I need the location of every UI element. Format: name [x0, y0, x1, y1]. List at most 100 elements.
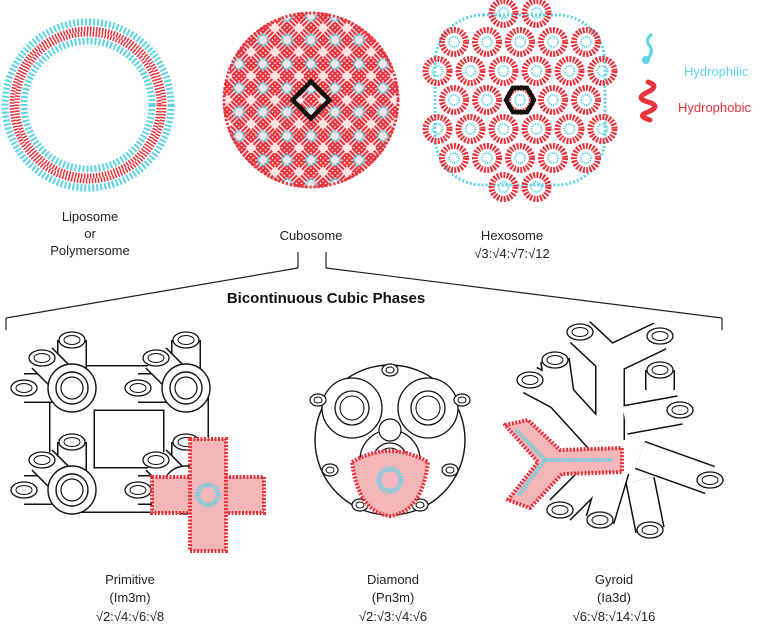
primitive-node-hole — [61, 377, 83, 399]
gyroid-tube-hole — [642, 526, 658, 535]
cubosome-channel — [234, 35, 244, 45]
cubosome-channel — [402, 179, 412, 189]
cubosome-channel — [234, 11, 244, 21]
cubosome-channel — [282, 251, 292, 261]
cubosome-channel — [402, 35, 412, 45]
gyroid-tube-hole — [592, 516, 608, 525]
cubosome-channel — [186, 107, 196, 117]
cubosome-channel — [402, 155, 412, 165]
gyroid-tube-hole — [572, 328, 588, 337]
cubosome-channel — [378, 179, 388, 189]
hexosome-outline — [435, 15, 605, 185]
cubosome-channel — [402, 131, 412, 141]
cubosome-channel — [330, 251, 340, 261]
primitive-phase-diagram — [11, 332, 264, 551]
cubosome-channel — [210, 155, 220, 165]
cubosome-channel — [186, 155, 196, 165]
hydrophobic-glyph — [641, 82, 655, 120]
gyroid-ratio: √6:√8:√14:√16 — [573, 608, 656, 625]
hexosome-diagram — [426, 1, 615, 199]
cubosome-channel — [210, 107, 220, 117]
section-title: Bicontinuous Cubic Phases — [227, 290, 425, 307]
gyroid-tube-hole — [702, 476, 718, 485]
cubosome-label: Cubosome — [280, 227, 343, 244]
gyroid-tube-hole — [652, 366, 668, 375]
hexosome-label: Hexosome — [481, 227, 543, 244]
cubosome-channel — [234, 179, 244, 189]
primitive-stub-hole — [34, 456, 50, 465]
primitive-stub-hole — [130, 384, 146, 393]
primitive-group: (Im3m) — [109, 589, 150, 606]
gyroid-tube-hole — [552, 506, 568, 515]
cubosome-channel — [378, 203, 388, 213]
primitive-stub-hole — [34, 354, 50, 363]
legend-hydrophilic: Hydrophilic — [684, 64, 748, 79]
hexosome-ratio: √3:√4:√7:√12 — [474, 245, 550, 262]
hydrophilic-glyph — [642, 34, 652, 64]
diamond-center-knob — [379, 419, 401, 441]
gyroid-tube — [560, 396, 600, 440]
primitive-stub-hole — [178, 336, 194, 345]
cubosome-channel — [210, 131, 220, 141]
cubosome-channel — [306, 275, 316, 285]
cubosome-band — [0, 0, 239, 220]
diamond-name: Diamond — [367, 571, 419, 588]
cubosome-channel — [258, 203, 268, 213]
polymersome-label: Polymersome — [50, 242, 129, 259]
gyroid-tube-hole — [652, 332, 668, 341]
liposome-diagram — [5, 22, 171, 188]
cubosome-channel — [258, 179, 268, 189]
cubosome-channel — [282, 203, 292, 213]
cubosome-channel — [378, 155, 388, 165]
primitive-stub-hole — [16, 486, 32, 495]
liposome-label: Liposome — [62, 208, 118, 225]
diamond-lobe-hole — [340, 396, 364, 420]
gyroid-group: (Ia3d) — [597, 589, 631, 606]
diamond-lobe-hole — [416, 396, 440, 420]
gyroid-tube-hole — [522, 376, 538, 385]
primitive-stub-hole — [130, 486, 146, 495]
diamond-port-hole — [458, 397, 466, 403]
cubosome-channel — [354, 11, 364, 21]
cubosome-channel — [138, 107, 148, 117]
cubosome-channel — [186, 131, 196, 141]
diamond-group: (Pn3m) — [372, 589, 415, 606]
gyroid-phase-diagram — [505, 324, 723, 538]
primitive-node-hole — [61, 479, 83, 501]
cubosome-channel — [354, 227, 364, 237]
gyroid-tube-hole — [547, 356, 563, 365]
cubosome-channel — [306, 251, 316, 261]
cubosome-channel — [378, 35, 388, 45]
cubosome-channel — [234, 203, 244, 213]
gyroid-tube-hole — [672, 406, 688, 415]
cubosome-channel — [210, 179, 220, 189]
primitive-highlight-v — [190, 439, 226, 551]
cubosome-channel — [258, 11, 268, 21]
diamond-ratio: √2:√3:√4:√6 — [359, 608, 427, 625]
cubosome-channel — [186, 59, 196, 69]
liposome-or-label: or — [84, 225, 96, 242]
primitive-name: Primitive — [105, 571, 155, 588]
primitive-stub-hole — [148, 456, 164, 465]
gyroid-name: Gyroid — [595, 571, 633, 588]
diamond-port-hole — [356, 502, 364, 508]
diamond-port-hole — [326, 467, 334, 473]
primitive-stub-hole — [148, 354, 164, 363]
diamond-port-hole — [314, 397, 322, 403]
legend-hydrophobic: Hydrophobic — [678, 100, 751, 115]
cubosome-channel — [402, 83, 412, 93]
diamond-port-hole — [446, 467, 454, 473]
cubosome-channel — [234, 155, 244, 165]
cubosome-band — [0, 0, 239, 220]
diamond-phase-diagram — [310, 364, 470, 516]
cubosome-channel — [426, 155, 436, 165]
primitive-node-hole — [175, 377, 197, 399]
cubosome-channel — [306, 203, 316, 213]
diamond-port-hole — [416, 502, 424, 508]
cubosome-channel — [210, 59, 220, 69]
cubosome-channel — [186, 83, 196, 93]
diamond-port-hole — [386, 367, 394, 373]
primitive-stub-hole — [64, 336, 80, 345]
cubosome-channel — [402, 59, 412, 69]
